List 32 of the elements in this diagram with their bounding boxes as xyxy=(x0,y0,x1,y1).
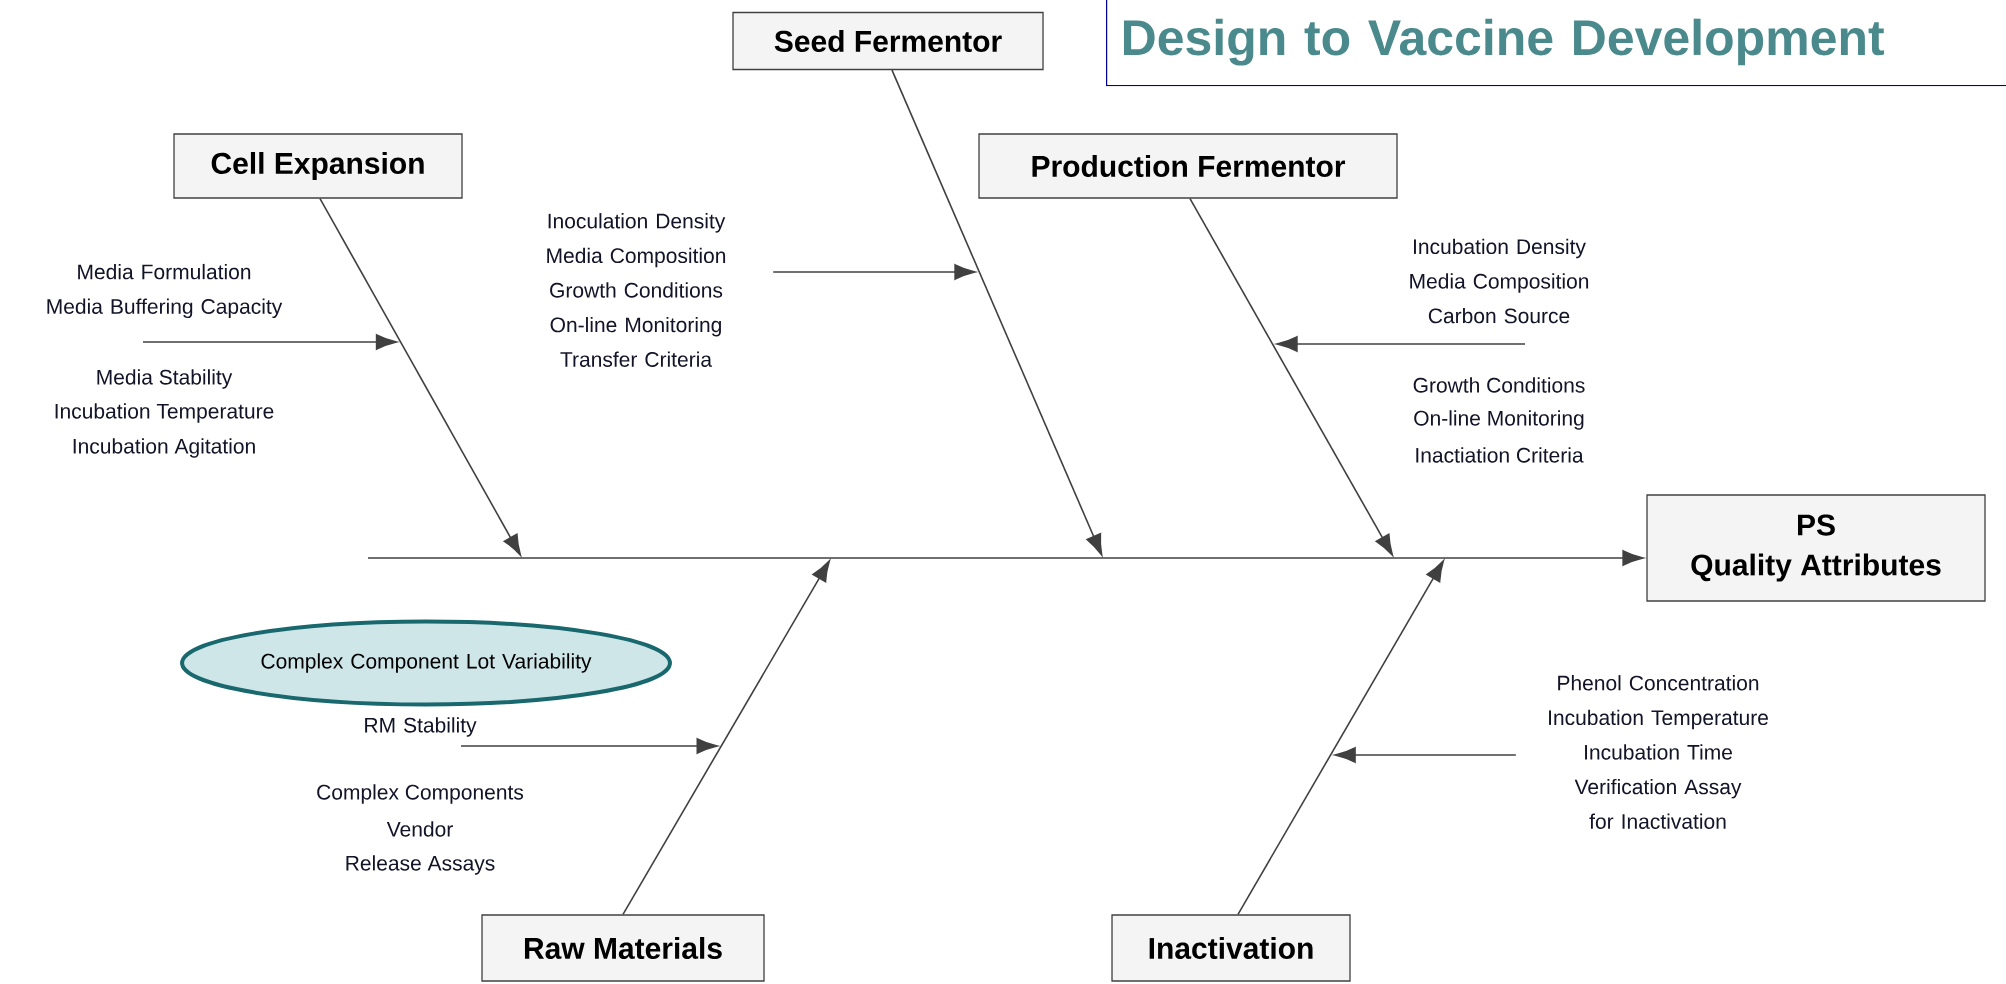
arrow xyxy=(1276,336,1526,352)
cause-list: Inoculation Density Media Composition Growth Conditions On-line Monitoring Transfer Criteria xyxy=(547,213,726,367)
cause-list: Phenol Concentration Incubation Temperature Incubation Time Verification Assay for Inactivation xyxy=(1549,675,1768,829)
spine-arrow xyxy=(367,550,1644,566)
bone-arrow xyxy=(1237,560,1445,916)
cause-list: Incubation Density Media Composition Carbon Source xyxy=(1410,238,1589,324)
bone-arrow xyxy=(1189,197,1394,556)
cause-list: Media Formulation Media Buffering Capacity xyxy=(47,263,283,319)
title-banner: Design to Vaccine Development xyxy=(1106,0,2006,87)
cause-item: Vendor xyxy=(386,821,453,837)
effect-box: PS Quality Attributes xyxy=(1646,494,1986,602)
arrow xyxy=(142,334,398,350)
arrow xyxy=(1334,747,1517,763)
cause-item: Incubation Temperature xyxy=(55,403,274,423)
cause-item: On-line Monitoring xyxy=(1414,410,1584,430)
category-box: Seed Fermentor xyxy=(732,11,1044,71)
cause-item: Growth Conditions xyxy=(1413,377,1585,393)
cause-item: Inactiation Criteria xyxy=(1416,447,1584,463)
category-box: Production Fermentor xyxy=(978,133,1398,199)
bone-arrow xyxy=(891,69,1103,556)
cause-list: RM Stability xyxy=(365,717,477,737)
bone-arrow xyxy=(622,560,831,916)
arrow xyxy=(772,264,976,280)
bone-arrow xyxy=(319,197,522,556)
cause-item: Release Assays xyxy=(346,855,495,875)
cause-item: Media Stability xyxy=(97,369,233,389)
cause-item: Incubation Agitation xyxy=(73,438,255,458)
cause-item: Complex Components xyxy=(317,784,524,804)
category-box: Cell Expansion xyxy=(173,133,463,199)
category-box: Inactivation xyxy=(1111,914,1351,982)
arrow xyxy=(460,738,718,754)
category-box: Raw Materials xyxy=(481,914,765,982)
